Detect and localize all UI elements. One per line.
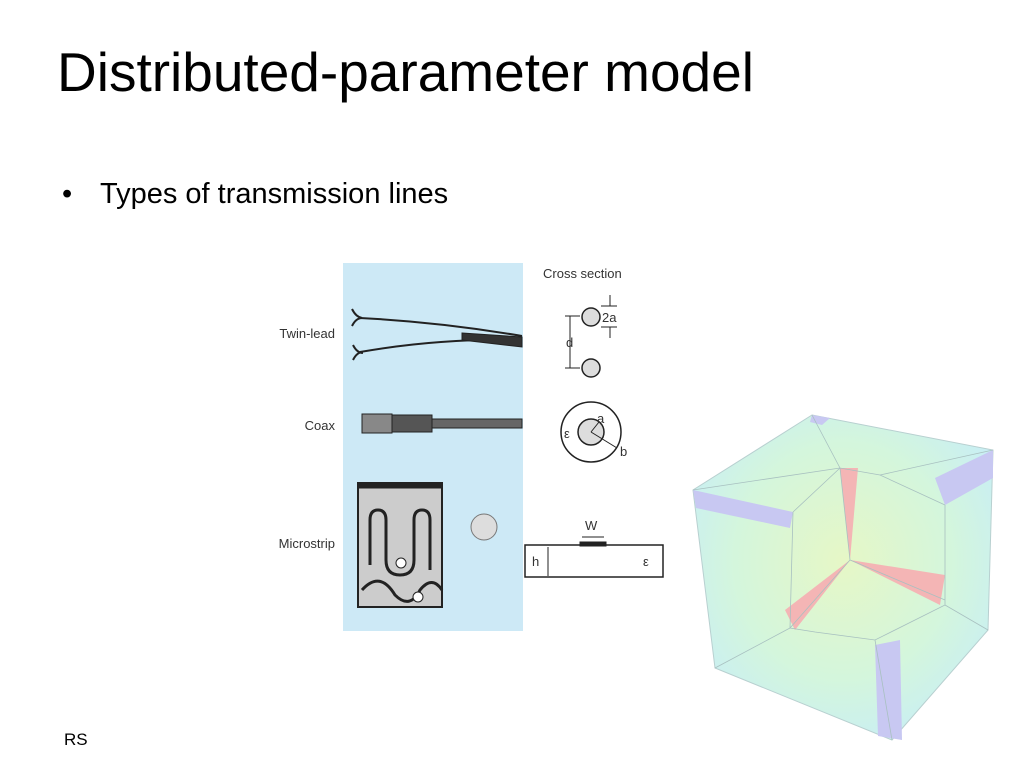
twin-lead-cross-section: 2a d [565, 295, 617, 378]
dim-a: a [597, 411, 605, 426]
dim-w: W [585, 518, 598, 533]
footer-initials: RS [64, 730, 88, 749]
cross-section-heading: Cross section [543, 266, 622, 281]
microstrip-board-icon [357, 482, 444, 608]
bullet-item: • Types of transmission lines [62, 178, 448, 211]
microstrip-cross-section: W h ε [524, 518, 664, 578]
dim-d: d [566, 335, 573, 350]
coin-icon [470, 513, 498, 541]
coax-cable-icon [361, 413, 523, 434]
slide-title: Distributed-parameter model [57, 41, 754, 103]
twin-lead-cable-icon [351, 308, 523, 361]
dim-b: b [620, 444, 627, 459]
label-twin-lead: Twin-lead [279, 326, 335, 341]
dim-2a: 2a [602, 310, 617, 325]
dim-h: h [532, 554, 539, 569]
coax-cross-section: a b ε [560, 401, 627, 463]
dim-epsilon: ε [564, 426, 570, 441]
dim-epsilon-2: ε [643, 554, 649, 569]
label-microstrip: Microstrip [279, 536, 335, 551]
label-coax: Coax [305, 418, 336, 433]
bullet-text: Types of transmission lines [100, 178, 449, 210]
bullet-dot: • [62, 178, 73, 210]
